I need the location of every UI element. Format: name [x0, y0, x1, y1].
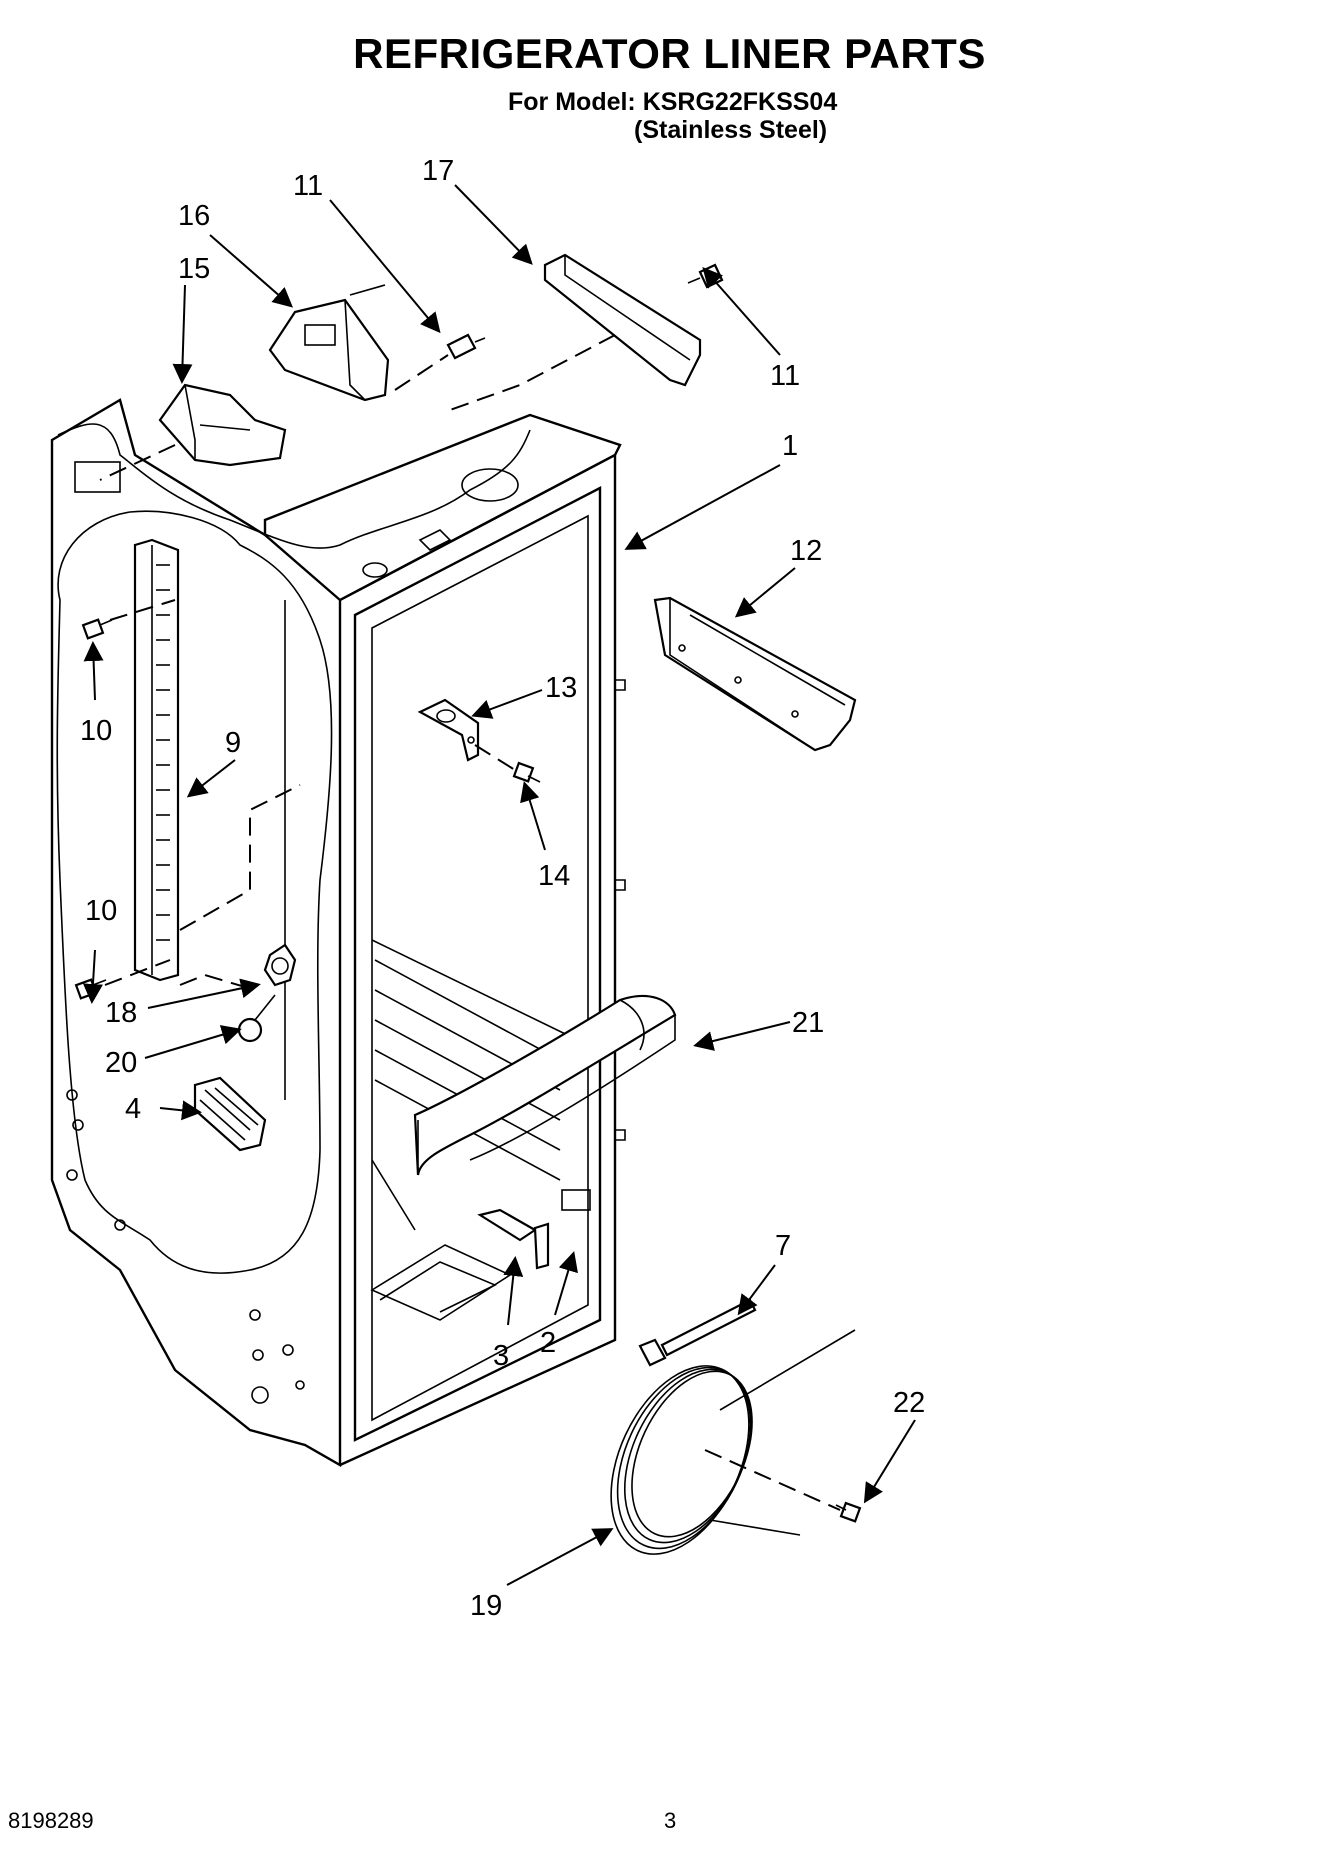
part-17-top-rail	[449, 253, 702, 411]
callout-10-lower: 10	[85, 895, 117, 927]
callout-17: 17	[422, 155, 454, 187]
callout-11-top: 11	[293, 170, 323, 202]
callout-15: 15	[178, 253, 210, 285]
callout-16: 16	[178, 200, 210, 232]
document-number: 8198289	[8, 1808, 94, 1833]
callout-4: 4	[125, 1093, 141, 1125]
part-21-cover	[413, 995, 677, 1176]
callout-11-right: 11	[770, 360, 800, 392]
part-2-bracket	[533, 1189, 591, 1270]
part-10-screw-lower	[74, 978, 107, 1000]
page-number: 3	[664, 1808, 677, 1833]
leader-lines	[82, 184, 916, 1586]
callout-12: 12	[790, 535, 822, 567]
part-19-tubing	[610, 1329, 856, 1555]
part-15-light-housing	[99, 383, 287, 481]
callout-18: 18	[105, 997, 137, 1029]
callout-14: 14	[538, 860, 570, 892]
part-20-bulb	[237, 994, 276, 1043]
callout-1: 1	[782, 430, 798, 462]
model-line: For Model: KSRG22FKSS04	[508, 88, 838, 116]
part-11-screw-left	[394, 333, 486, 391]
part-22-screw	[835, 1501, 862, 1523]
callout-7: 7	[775, 1230, 791, 1262]
callout-19: 19	[470, 1590, 502, 1622]
page-title: REFRIGERATOR LINER PARTS	[353, 30, 986, 77]
variant-line: (Stainless Steel)	[634, 116, 828, 144]
part-12-bracket	[653, 596, 857, 752]
part-14-screw	[512, 761, 541, 783]
part-3-bracket	[477, 1208, 538, 1242]
part-4-vent	[193, 1076, 267, 1152]
part-13-clip	[417, 698, 516, 771]
callout-20: 20	[105, 1047, 137, 1079]
callout-2: 2	[540, 1327, 556, 1359]
callout-3: 3	[493, 1340, 509, 1372]
part-7-cable-tie	[638, 1298, 757, 1367]
callout-labels: 17 11 16 15 11 1 12 13 14 10 9 10 18 20 …	[80, 155, 925, 1622]
callout-9: 9	[225, 727, 241, 759]
callout-10-upper: 10	[80, 715, 112, 747]
part-16-cover	[268, 284, 390, 402]
part-9-rail	[104, 538, 301, 986]
part-10-screw-upper	[81, 618, 113, 640]
callout-22: 22	[893, 1387, 925, 1419]
part-18-socket	[179, 943, 297, 991]
callout-13: 13	[545, 672, 577, 704]
callout-21: 21	[792, 1007, 824, 1039]
